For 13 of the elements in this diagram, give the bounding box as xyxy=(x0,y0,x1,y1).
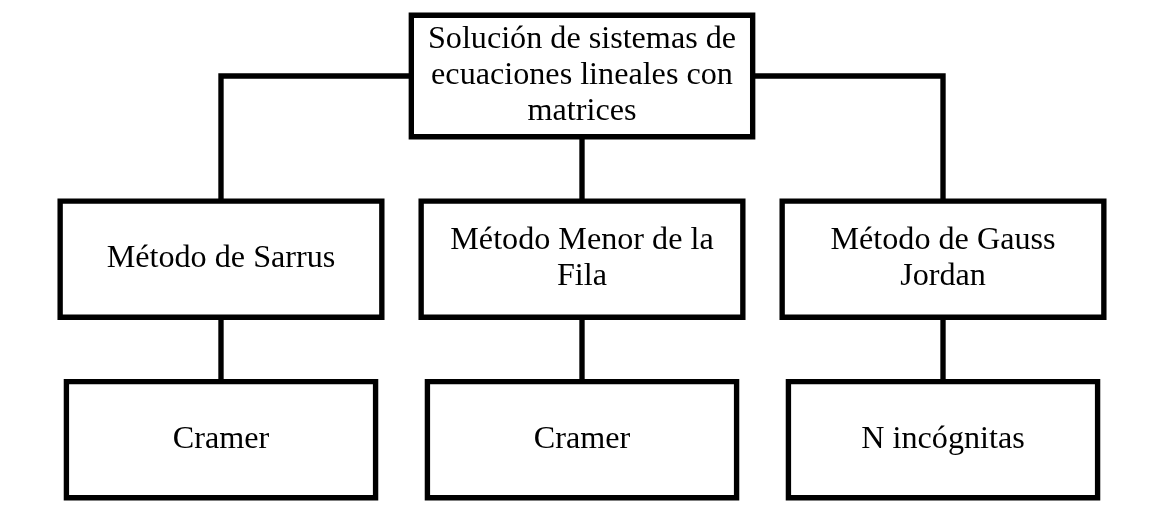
connector xyxy=(578,137,585,201)
connector xyxy=(217,73,411,201)
node-box: Solución de sistemas de ecuaciones lineales con matrices xyxy=(408,12,755,140)
node-box: Cramer xyxy=(63,378,378,501)
connector xyxy=(217,317,224,382)
connector xyxy=(939,317,946,382)
connector xyxy=(752,73,946,201)
node-box: Método de Gauss Jordan xyxy=(779,198,1107,320)
node-box: N incógnitas xyxy=(785,378,1100,501)
node-box: Cramer xyxy=(424,378,739,501)
node-box: Método de Sarrus xyxy=(56,198,384,320)
node-box: Método Menor de la Fila xyxy=(418,198,745,320)
connector xyxy=(578,317,585,382)
